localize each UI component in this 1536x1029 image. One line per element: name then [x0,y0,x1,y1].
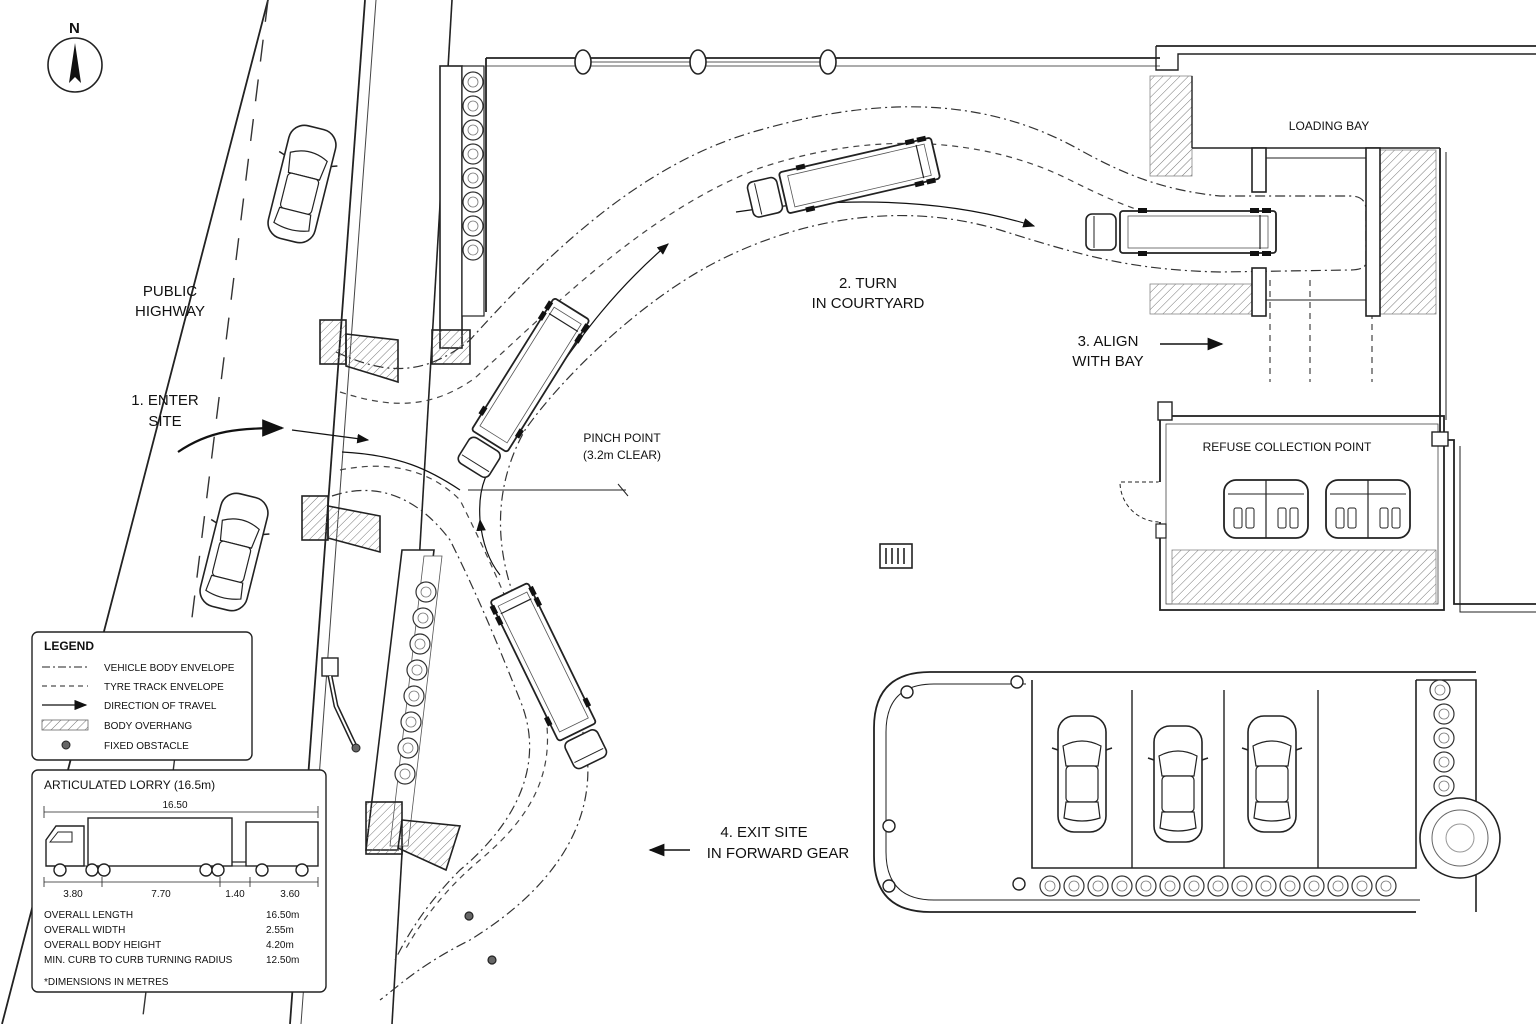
legend-symbol-hatch [41,719,89,731]
legend-item-label: VEHICLE BODY ENVELOPE [104,663,235,674]
step-2-label: IN COURTYARD [812,295,925,312]
legend-item-label: FIXED OBSTACLE [104,741,189,752]
south-entrance-wall [365,549,462,872]
segment-dimension: 7.70 [151,889,171,900]
step-1-label: SITE [148,413,181,430]
step-3-label: 3. ALIGN [1078,333,1139,350]
refuse-bin [1223,479,1309,539]
car-on-highway [258,119,346,249]
refuse-bin [1325,479,1411,539]
refuse-collection-room [1119,401,1449,611]
lorry-side-elevation-icon [45,817,319,877]
entrance-gate-north [319,319,399,384]
legend-panel: LEGEND VEHICLE BODY ENVELOPE TYRE TRACK … [31,631,253,761]
annotations: PUBLIC HIGHWAY 1. ENTER SITE 2. TURN IN … [131,119,1372,862]
dimensions-note: *DIMENSIONS IN METRES [44,977,169,988]
overall-dimension-label: 16.50 [162,800,187,811]
entrance-gate-south [301,495,381,554]
legend-item-label: BODY OVERHANG [104,721,192,732]
tree-icon [1419,797,1501,879]
bollards [574,49,837,75]
spec-row-label: OVERALL WIDTH [44,925,125,936]
segment-dimension: 3.80 [63,889,83,900]
north-arrow-icon: N [47,20,103,93]
legend-title: LEGEND [44,639,94,653]
loading-dock-frames [1251,147,1381,317]
step-4-label: 4. EXIT SITE [720,824,807,841]
legend-item-label: DIRECTION OF TRAVEL [104,701,217,712]
spec-row-value: 12.50m [266,955,299,966]
fixed-obstacle-icon [464,911,497,965]
car-park-bollards [882,675,1026,893]
step-4-label: IN FORWARD GEAR [707,845,850,862]
pinch-point-label: (3.2m CLEAR) [583,448,661,462]
segment-dimension: 1.40 [225,889,245,900]
step-1-label: 1. ENTER [131,392,199,409]
spec-row-label: OVERALL BODY HEIGHT [44,940,161,951]
lamp-post [321,657,361,753]
parked-car [1241,715,1303,833]
car-on-highway [190,487,278,617]
lorry-exiting [486,580,615,775]
pinch-point-label: PINCH POINT [583,431,661,445]
loading-bay-label: LOADING BAY [1289,119,1369,133]
pinch-point-dimension [468,483,629,497]
parked-car [1147,725,1209,843]
lorry-entering [449,295,594,484]
public-highway-label: HIGHWAY [135,303,205,320]
spec-row-value: 4.20m [266,940,294,951]
legend-symbol-dot [61,740,71,750]
vehicle-spec-title: ARTICULATED LORRY (16.5m) [44,778,215,792]
tyre-track-envelope [339,142,1373,951]
spec-row-label: MIN. CURB TO CURB TURNING RADIUS [44,955,233,966]
legend-item-label: TYRE TRACK ENVELOPE [104,682,224,693]
drain-grate-icon [879,543,913,569]
lorry-at-loading-bay [1085,207,1277,257]
step-2-label: 2. TURN [839,275,897,292]
step-3-label: WITH BAY [1072,353,1143,370]
parked-car [1051,715,1113,833]
vehicle-spec-panel: ARTICULATED LORRY (16.5m) 16.50 3.80 7.7… [31,769,327,993]
north-label: N [69,20,80,37]
spec-row-value: 2.55m [266,925,294,936]
public-highway-label: PUBLIC [143,283,197,300]
segment-dimension: 3.60 [280,889,300,900]
spec-row-value: 16.50m [266,910,299,921]
refuse-point-label: REFUSE COLLECTION POINT [1203,440,1372,454]
spec-row-label: OVERALL LENGTH [44,910,133,921]
